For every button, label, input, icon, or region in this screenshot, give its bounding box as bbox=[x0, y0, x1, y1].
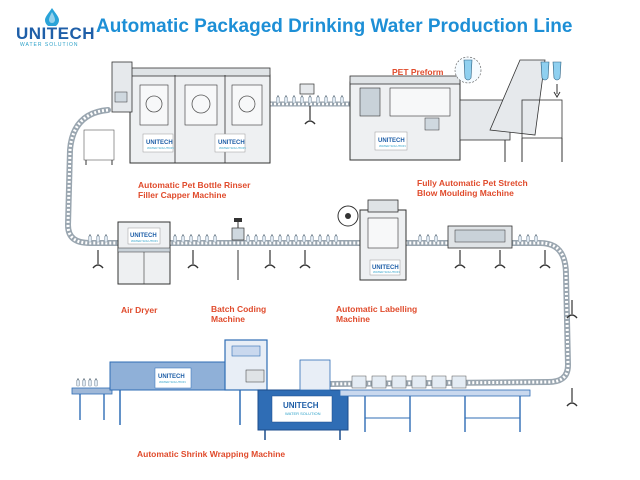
label-labelling-line1: Automatic Labelling bbox=[336, 304, 418, 314]
label-batch-line1: Batch Coding bbox=[211, 304, 267, 314]
air-dryer-machine: UNITECH WATER SOLUTION bbox=[92, 221, 199, 285]
label-blow-line2: Blow Moulding Machine bbox=[417, 188, 514, 198]
page-title: Automatic Packaged Drinking Water Produc… bbox=[96, 16, 573, 37]
label-rinser-line2: Filler Capper Machine bbox=[138, 190, 227, 200]
label-air-dryer: Air Dryer bbox=[121, 305, 158, 315]
labeller-badge: UNITECH bbox=[372, 265, 399, 271]
rinser-filler-capper-machine: UNITECH WATER SOLUTION UNITECH WATER SOL… bbox=[83, 61, 316, 165]
blow-moulding-machine: UNITECH WATER SOLUTION bbox=[349, 56, 563, 162]
rinser-badge-2: UNITECH bbox=[218, 140, 245, 146]
shrink-badge-2-tagline: WATER SOLUTION bbox=[285, 411, 321, 416]
rinser-badge-1: UNITECH bbox=[146, 140, 173, 146]
label-labelling: Automatic Labelling Machine bbox=[336, 304, 417, 324]
rinser-badge-1-tagline: WATER SOLUTION bbox=[147, 146, 174, 150]
shrink-badge-2: UNITECH bbox=[283, 401, 319, 410]
label-batch-line2: Machine bbox=[211, 314, 246, 324]
label-rinser-filler-capper: Automatic Pet Bottle Rinser Filler Cappe… bbox=[138, 180, 250, 200]
label-blow-moulding: Fully Automatic Pet Stretch Blow Mouldin… bbox=[417, 178, 528, 198]
shrink-badge-1: UNITECH bbox=[158, 374, 185, 380]
dryer-badge: UNITECH bbox=[130, 233, 157, 239]
label-blow-line1: Fully Automatic Pet Stretch bbox=[417, 178, 528, 188]
water-drop-icon bbox=[45, 8, 59, 26]
blow-badge-tagline: WATER SOLUTION bbox=[379, 144, 406, 148]
logo-brand: UNITECH bbox=[16, 24, 96, 43]
labeller-badge-tagline: WATER SOLUTION bbox=[373, 270, 400, 274]
shrink-badge-1-tagline: WATER SOLUTION bbox=[159, 380, 186, 384]
dryer-badge-tagline: WATER SOLUTION bbox=[131, 239, 158, 243]
label-labelling-line2: Machine bbox=[336, 314, 371, 324]
labelling-machine: UNITECH WATER SOLUTION bbox=[299, 199, 551, 281]
label-shrink-wrapping: Automatic Shrink Wrapping Machine bbox=[137, 449, 286, 459]
blow-badge: UNITECH bbox=[378, 138, 405, 144]
unitech-logo: UNITECH WATER SOLUTION bbox=[10, 6, 95, 48]
label-pet-preform: PET Preform bbox=[392, 67, 444, 77]
logo-tagline: WATER SOLUTION bbox=[20, 42, 79, 48]
label-rinser-line1: Automatic Pet Bottle Rinser bbox=[138, 180, 251, 190]
batch-coding-machine bbox=[231, 218, 276, 280]
bottles-top bbox=[275, 95, 345, 104]
rinser-badge-2-tagline: WATER SOLUTION bbox=[219, 146, 246, 150]
shrink-wrapping-machine: UNITECH WATER SOLUTION UNITECH WATER SOL… bbox=[71, 339, 531, 440]
label-batch-coding: Batch Coding Machine bbox=[211, 304, 266, 324]
conveyor-path bbox=[64, 101, 572, 387]
